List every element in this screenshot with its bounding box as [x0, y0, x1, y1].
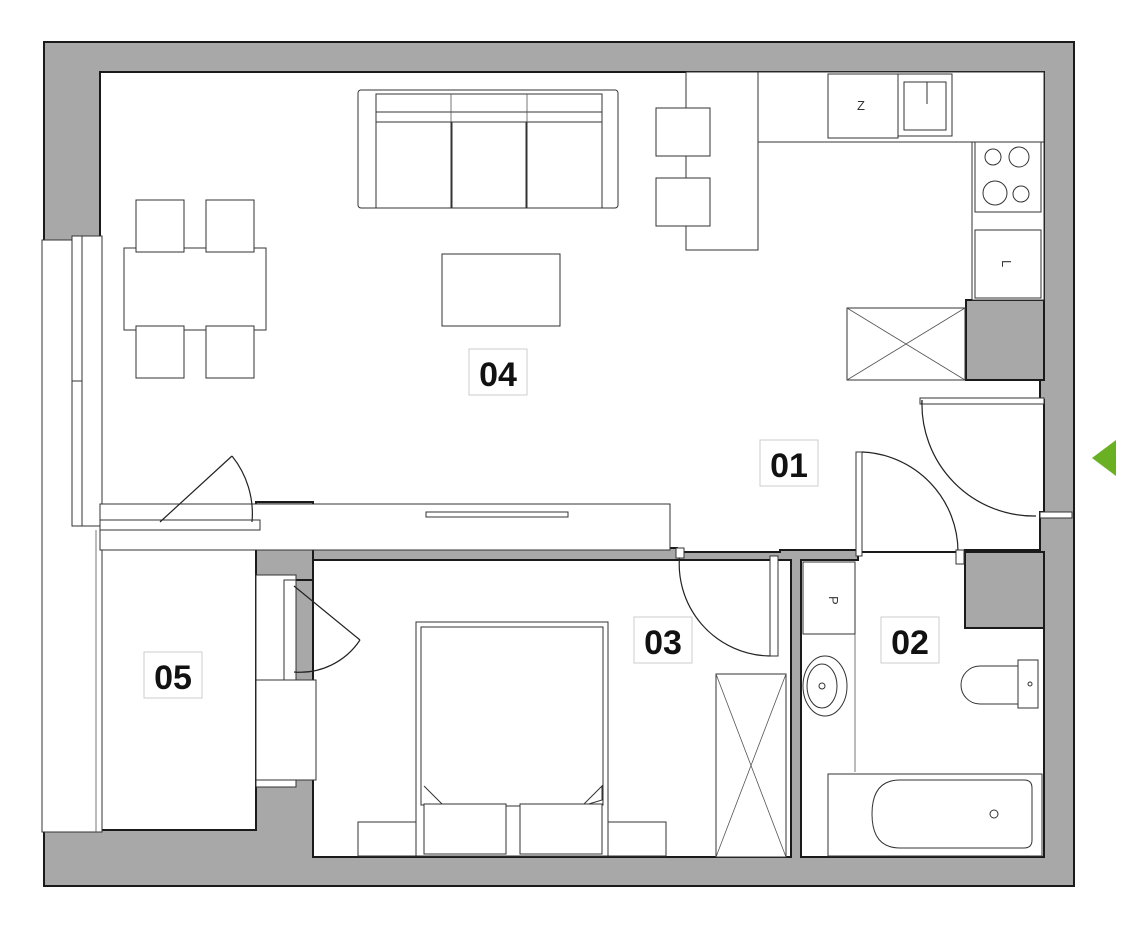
entrance-door [919, 397, 1073, 519]
coffee-table [441, 253, 561, 327]
bathroom-door [855, 451, 965, 565]
bedroom-door [675, 547, 779, 657]
kitchen-island [655, 71, 759, 251]
oven-label: L [999, 260, 1014, 267]
nightstand-right [607, 821, 667, 857]
room-label-05: 05 [143, 651, 203, 699]
bedroom-wardrobe [715, 673, 787, 858]
svg-text:04: 04 [479, 356, 517, 394]
fridge-label: Z [857, 98, 865, 113]
bathroom-fixtures: P [802, 561, 1043, 857]
balcony-windows [41, 235, 671, 833]
kitchen-counter: Z L [757, 71, 1045, 301]
nightstand-left [357, 821, 417, 857]
kitchen-wall-block [965, 299, 1045, 381]
entrance-marker-icon [1092, 440, 1116, 476]
room-label-01: 01 [759, 439, 819, 487]
dining-set [123, 199, 267, 379]
room-label-04: 04 [468, 348, 528, 396]
bed [415, 621, 609, 857]
svg-text:03: 03 [644, 624, 682, 662]
svg-text:01: 01 [770, 447, 808, 485]
room-label-02: 02 [880, 616, 940, 664]
washer-label: P [826, 596, 841, 605]
sofa [357, 89, 619, 209]
room-label-03: 03 [633, 616, 693, 664]
bathroom-corner-wall [964, 551, 1045, 629]
svg-text:02: 02 [891, 624, 929, 662]
svg-text:05: 05 [154, 659, 192, 697]
cooktop [974, 141, 1042, 213]
balcony-door [159, 455, 361, 673]
hall-wardrobe [846, 307, 966, 381]
